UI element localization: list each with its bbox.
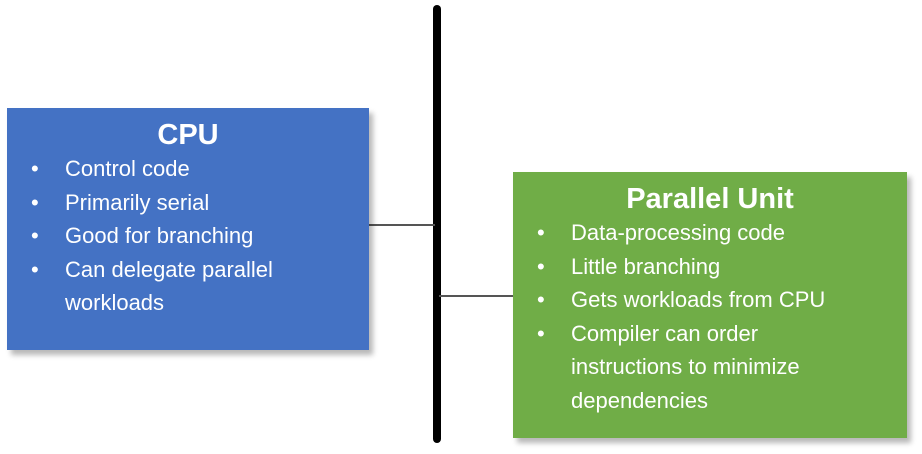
divider-line	[433, 5, 441, 443]
bullet-icon: •	[31, 156, 39, 181]
bullet-icon: •	[31, 189, 39, 215]
list-item: • Little branching	[513, 250, 907, 284]
list-item-text: Good for branching	[65, 223, 254, 248]
bullet-icon: •	[537, 253, 545, 279]
list-item: • Data-processing code	[513, 216, 907, 250]
list-item: • Control code	[7, 152, 369, 186]
cpu-connector	[369, 224, 435, 226]
list-item-text: Control code	[65, 156, 190, 181]
parallel-unit-box: Parallel Unit • Data-processing code • Lit…	[513, 172, 907, 438]
cpu-list: • Control code • Primarily serial • Good fo…	[7, 152, 369, 320]
list-item-text: Primarily serial	[65, 189, 210, 215]
list-item: • Good for branching	[7, 219, 369, 253]
bullet-icon: •	[537, 287, 545, 312]
list-item-text: Data-processing code	[571, 220, 786, 245]
list-item-text: Gets workloads from CPU	[571, 287, 826, 312]
bullet-icon: •	[31, 223, 39, 248]
list-item-text: Can delegate parallel workloads	[65, 256, 273, 316]
list-item: • Primarily serial	[7, 186, 369, 220]
cpu-box: CPU • Control code • Primarily serial • Goo…	[7, 108, 369, 350]
cpu-title: CPU	[157, 119, 219, 151]
bullet-icon: •	[537, 220, 545, 245]
list-item: • Can delegate parallel workloads	[7, 253, 369, 320]
list-item-text: Little branching	[571, 253, 721, 279]
list-item-text: Compiler can order instructions to minim…	[571, 320, 800, 413]
parallel-unit-title: Parallel Unit	[626, 183, 794, 215]
bullet-icon: •	[537, 320, 545, 346]
parallel-unit-list: •Data-processing code •Little branching …	[513, 216, 907, 417]
parallel-unit-connector	[439, 295, 514, 297]
list-item: • Compiler can order instructions to mini…	[513, 317, 907, 418]
bullet-icon: •	[31, 256, 39, 282]
list-item: • Gets workloads from CPU	[513, 283, 907, 317]
